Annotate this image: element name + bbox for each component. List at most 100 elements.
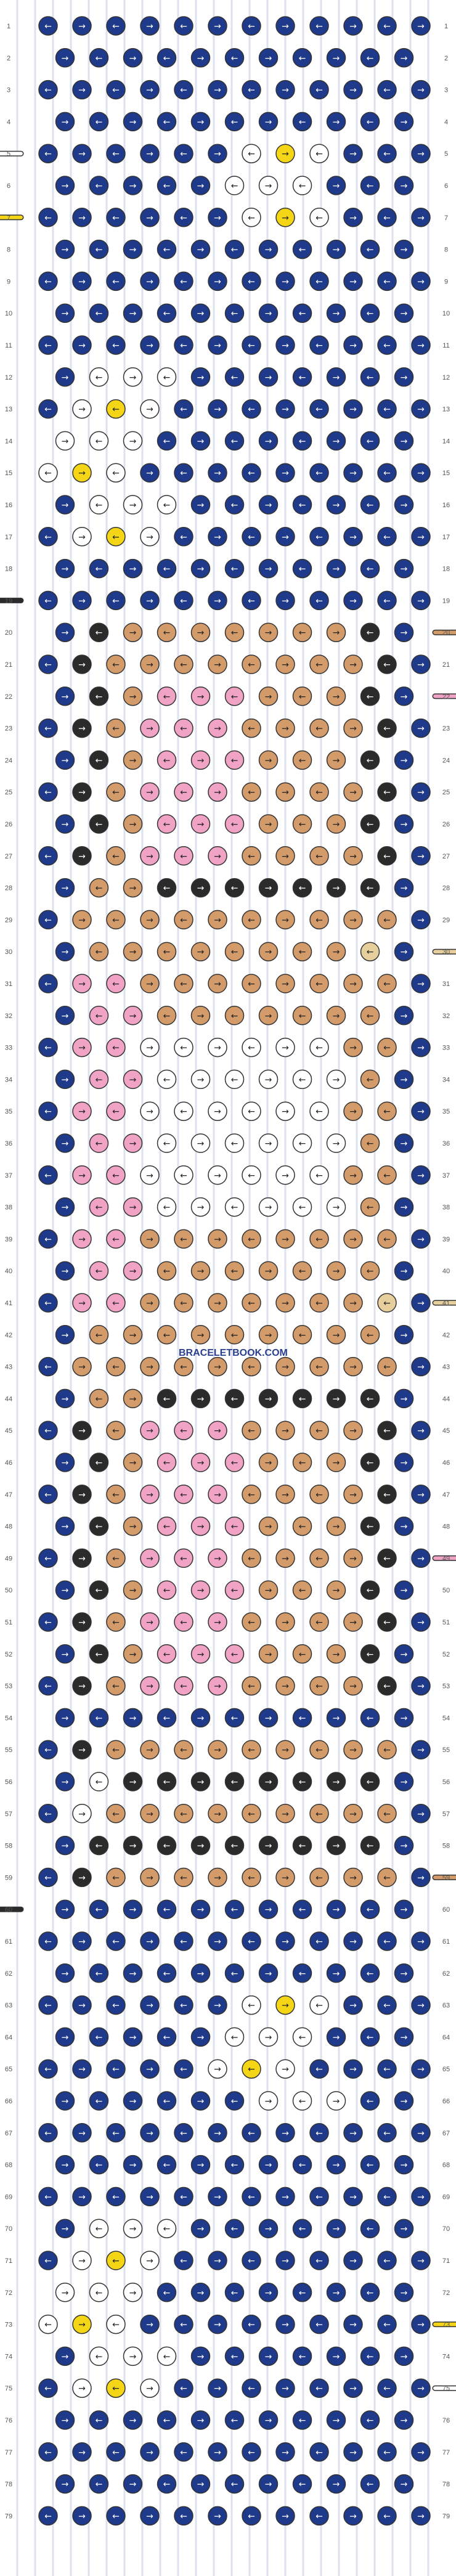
knot-direction-icon: → — [282, 1426, 289, 1436]
knot-direction-icon: ← — [180, 149, 187, 159]
knot-direction-icon: → — [214, 1873, 221, 1883]
row-number-left: 69 — [5, 2193, 12, 2201]
knot-circle — [157, 303, 177, 323]
knot-circle — [38, 1740, 58, 1759]
knot-circle — [72, 1101, 92, 1121]
knot-direction-icon: ← — [96, 1905, 103, 1915]
knot-direction-icon: ← — [180, 2384, 187, 2394]
knot: ← — [242, 974, 261, 993]
knot-direction-icon: → — [214, 22, 221, 31]
knot: ← — [242, 2251, 261, 2270]
knot-direction-icon: → — [349, 596, 357, 606]
knot: ← — [224, 1069, 245, 1090]
knot-circle — [55, 1708, 75, 1728]
row-number-left: 68 — [5, 2162, 12, 2169]
knot-direction-icon: ← — [180, 277, 187, 287]
knot-circle — [360, 1963, 380, 1983]
knot-direction-icon: → — [349, 1107, 357, 1117]
knot: → — [72, 1165, 92, 1185]
row-number-right: 45 — [442, 1427, 450, 1435]
knot-circle — [208, 16, 227, 36]
knot-direction-icon: → — [129, 2097, 137, 2106]
knot: → — [394, 1772, 414, 1791]
knot-circle — [309, 1995, 329, 2015]
knot-circle — [190, 1708, 211, 1728]
knot-circle — [309, 1612, 329, 1632]
knot-circle — [89, 1006, 109, 1025]
knot: ← — [174, 1612, 193, 1632]
knot-direction-icon: ← — [96, 2480, 103, 2490]
knot: ← — [38, 910, 58, 930]
knot-circle — [89, 1069, 109, 1090]
knot-circle — [140, 1612, 160, 1632]
knot-circle — [55, 2091, 75, 2111]
knot: → — [275, 2187, 295, 2207]
knot-circle — [377, 2506, 397, 2526]
knot-direction-icon: → — [333, 117, 340, 127]
knot-circle — [190, 2410, 211, 2430]
knot-direction-icon: ← — [96, 436, 103, 446]
knot: → — [394, 1644, 414, 1664]
knot-circle — [343, 335, 363, 355]
knot: ← — [224, 1197, 245, 1217]
knot-circle — [72, 144, 92, 163]
knot-direction-icon: ← — [316, 788, 323, 797]
knot-circle — [343, 782, 363, 802]
knot: ← — [292, 2283, 312, 2302]
knot-circle — [224, 558, 245, 579]
knot-direction-icon: → — [349, 2129, 357, 2138]
knot-circle — [208, 782, 227, 802]
knot-circle — [411, 463, 431, 483]
knot-circle — [275, 16, 295, 36]
knot-circle — [140, 1995, 160, 2015]
knot-direction-icon: ← — [180, 1298, 187, 1308]
knot-direction-icon: → — [62, 1777, 69, 1787]
knot-direction-icon: ← — [231, 1394, 238, 1404]
knot-direction-icon: ← — [44, 341, 52, 351]
knot: → — [140, 463, 160, 483]
knot: ← — [224, 239, 245, 259]
knot-direction-icon: → — [265, 117, 272, 127]
knot: ← — [174, 2187, 193, 2207]
knot-direction-icon: ← — [299, 1075, 306, 1085]
knot-direction-icon: ← — [299, 1969, 306, 1979]
knot-direction-icon: → — [265, 2032, 272, 2042]
knot: → — [258, 1325, 279, 1345]
watermark: BRACELETBOOK.COM — [179, 1348, 288, 1358]
knot-circle — [174, 2251, 193, 2270]
knot-circle — [89, 1133, 109, 1153]
knot-direction-icon: ← — [367, 1266, 374, 1276]
knot-circle — [140, 654, 160, 674]
knot-circle — [242, 974, 261, 993]
knot-direction-icon: → — [146, 2448, 153, 2458]
knot: → — [326, 2474, 346, 2494]
knot: → — [55, 2027, 75, 2047]
knot-direction-icon: → — [129, 1203, 137, 1213]
knot-direction-icon: → — [417, 1809, 425, 1819]
knot-direction-icon: ← — [316, 2384, 323, 2394]
knot: ← — [224, 1261, 245, 1281]
knot-circle — [174, 1229, 193, 1249]
knot: ← — [38, 1356, 58, 1377]
knot: ← — [292, 1516, 312, 1536]
knot-circle — [190, 1580, 211, 1600]
knot: ← — [224, 2283, 245, 2302]
knot-circle — [190, 1899, 211, 1919]
knot: ← — [224, 2091, 245, 2111]
knot-direction-icon: → — [282, 341, 289, 351]
knot-circle — [224, 1708, 245, 1728]
knot: → — [123, 2091, 143, 2111]
row-number-right: 22 — [442, 693, 450, 701]
knot: ← — [377, 2059, 397, 2079]
knot: → — [190, 2219, 211, 2238]
knot-direction-icon: → — [349, 1554, 357, 1563]
knot: → — [326, 2346, 346, 2366]
knot-circle — [208, 1804, 227, 1824]
knot-circle — [174, 1101, 193, 1121]
knot-circle — [55, 1899, 75, 1919]
knot-circle — [208, 271, 227, 291]
knot-circle — [275, 335, 295, 355]
knot-direction-icon: ← — [163, 1331, 171, 1340]
knot-direction-icon: ← — [112, 405, 120, 415]
